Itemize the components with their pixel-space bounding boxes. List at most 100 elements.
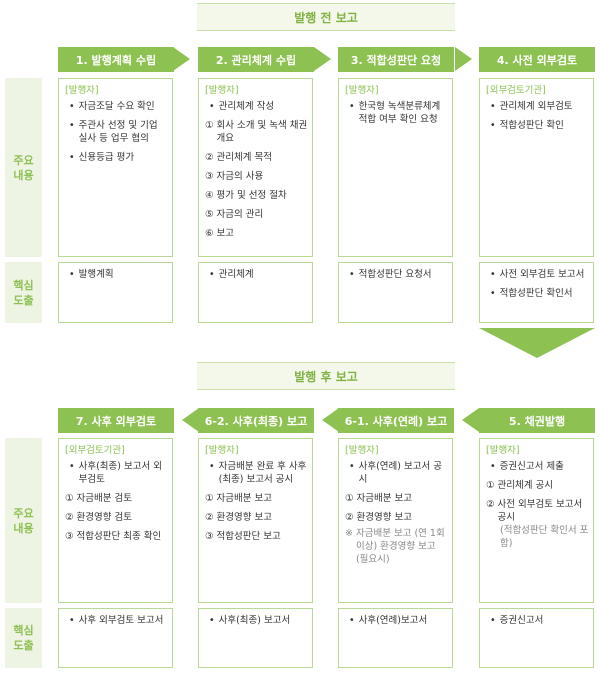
list-item: •자금조달 수요 확인: [65, 100, 168, 113]
arrow-right-icon: [173, 47, 190, 71]
list-item: •관리체계 작성: [205, 100, 308, 113]
step-role: [외부검토기관]: [65, 445, 125, 456]
step-output-box: •사후(연례)보고서: [338, 608, 453, 668]
list-item: •적합성판단 요청서: [345, 268, 448, 281]
item-text: 환경영향 보고: [216, 512, 272, 523]
arrow-left-icon: [462, 408, 479, 432]
step-output-box: •증권신고서: [479, 608, 594, 668]
item-text: 관리체계: [218, 269, 254, 280]
step-role: [발행자]: [205, 85, 239, 96]
item-marker: ※: [345, 528, 353, 539]
step-header: 6-2. 사후(최종) 보고: [198, 408, 314, 433]
item-text: 보고: [216, 228, 235, 239]
item-marker: •: [490, 120, 496, 131]
list-item: •적합성판단 확인서: [486, 287, 589, 300]
list-item: •자금배분 완료 후 사후(최종) 보고서 공시: [205, 460, 308, 486]
item-marker: •: [490, 288, 496, 299]
item-marker: ②: [205, 152, 214, 163]
item-text: (적합성판단 확인서 포함): [500, 525, 589, 549]
item-marker: •: [490, 615, 496, 626]
step-output-box: •적합성판단 요청서: [338, 262, 453, 323]
item-marker: •: [490, 461, 496, 472]
item-text: 신용등급 평가: [78, 152, 135, 163]
item-text: 자금배분 보고: [216, 493, 272, 504]
item-text: 주관사 선정 및 기업 실사 등 업무 협의: [78, 120, 158, 144]
item-marker: •: [490, 269, 496, 280]
item-text: 사전 외부검토 보고서 공시: [497, 499, 583, 523]
item-text: 증권신고서: [499, 615, 544, 626]
item-text: 적합성판단 보고: [216, 531, 281, 542]
item-marker: ③: [205, 171, 214, 182]
list-item: •사후(최종) 보고서 외부검토: [65, 460, 168, 486]
arrow-down-icon: [479, 328, 595, 358]
step-output-box: •사후 외부검토 보고서: [58, 608, 173, 668]
step-header: 7. 사후 외부검토: [58, 408, 174, 433]
step-header: 1. 발행계획 수립: [58, 47, 174, 72]
step-header: 2. 관리체계 수립: [198, 47, 314, 72]
arrow-left-icon: [182, 408, 199, 432]
list-item: •사후 외부검토 보고서: [65, 614, 168, 627]
item-marker: •: [209, 615, 215, 626]
list-item: •사전 외부검토 보고서: [486, 268, 589, 281]
step-main-box: [외부검토기관] •관리체계 외부검토•적합성판단 확인: [479, 78, 594, 257]
list-item: •증권신고서: [486, 614, 589, 627]
post-issuance-banner: 발행 후 보고: [197, 362, 455, 390]
item-marker: •: [349, 615, 355, 626]
item-text: 자금배분 완료 후 사후(최종) 보고서 공시: [218, 461, 307, 485]
list-item: •한국형 녹색분류체계 적합 여부 확인 요청: [345, 100, 448, 126]
list-item: •신용등급 평가: [65, 151, 168, 164]
item-text: 관리체계 공시: [497, 480, 553, 491]
arrow-right-icon: [314, 47, 331, 71]
item-text: 자금조달 수요 확인: [78, 101, 155, 112]
list-item: •주관사 선정 및 기업 실사 등 업무 협의: [65, 119, 168, 145]
arrow-right-icon: [455, 47, 472, 71]
step-output-box: •발행계획: [58, 262, 173, 323]
item-text: 자금배분 보고 (연 1회 이상) 환경영향 보고(필요시): [355, 528, 445, 565]
item-marker: •: [209, 461, 215, 472]
step-header: 4. 사전 외부검토: [479, 47, 595, 72]
list-item: •발행계획: [65, 268, 168, 281]
item-marker: •: [209, 269, 215, 280]
step-main-box: [발행자]•자금조달 수요 확인•주관사 선정 및 기업 실사 등 업무 협의•…: [58, 78, 173, 257]
item-text: 사후(연례) 보고서 공시: [358, 461, 442, 485]
item-marker: •: [349, 269, 355, 280]
item-marker: ①: [205, 120, 214, 131]
step-header: 3. 적합성판단 요청: [338, 47, 454, 72]
row-label-main: 주요 내용: [5, 78, 42, 257]
list-item: •사후(최종) 보고서: [205, 614, 308, 627]
item-marker: ①: [345, 493, 354, 504]
step-role: [발행자]: [345, 445, 379, 456]
item-marker: ①: [65, 493, 74, 504]
item-text: 적합성판단 요청서: [358, 269, 432, 280]
item-marker: •: [349, 461, 355, 472]
item-text: 한국형 녹색분류체계 적합 여부 확인 요청: [358, 101, 441, 125]
row-label-main-post: 주요 내용: [5, 438, 42, 603]
item-marker: •: [490, 101, 496, 112]
step-role: [발행자]: [205, 445, 239, 456]
step-role: [외부검토기관]: [486, 85, 546, 96]
item-marker: •: [69, 461, 75, 472]
item-marker: ⑤: [205, 209, 214, 220]
item-text: 관리체계 외부검토: [499, 101, 573, 112]
item-marker: •: [69, 101, 75, 112]
step-role: [발행자]: [345, 85, 379, 96]
item-text: 관리체계 작성: [218, 101, 275, 112]
item-marker: ⑥: [205, 228, 214, 239]
item-text: 적합성판단 최종 확인: [76, 531, 162, 542]
item-text: 적합성판단 확인: [499, 120, 564, 131]
